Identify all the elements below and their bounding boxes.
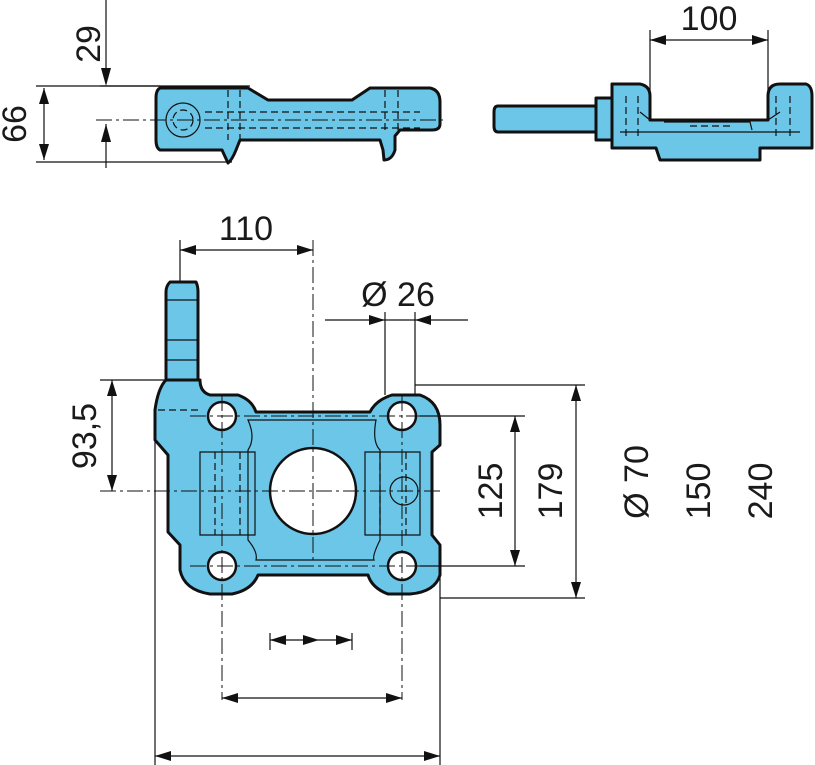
plate-recess bbox=[247, 419, 381, 561]
dim-d26-lines bbox=[325, 312, 468, 395]
dim-100-lines bbox=[649, 30, 769, 118]
dim-935-lines bbox=[100, 379, 166, 491]
end-view: 100 bbox=[492, 0, 814, 162]
front-centerlines bbox=[100, 240, 440, 700]
dim-110-label: 110 bbox=[219, 210, 273, 248]
dim-100-label: 100 bbox=[681, 0, 738, 38]
end-view-inner-lines bbox=[620, 111, 800, 133]
dim-d70-label: Ø 70 bbox=[618, 445, 656, 519]
dim-d26-label: Ø 26 bbox=[361, 276, 435, 314]
dim-29-lines bbox=[100, 0, 250, 87]
dim-179-label: 179 bbox=[532, 463, 570, 520]
dim-935-label: 93,5 bbox=[66, 403, 104, 469]
front-view-pin bbox=[164, 280, 200, 384]
front-view: 110 Ø 26 93,5 125 179 Ø 70 150 240 bbox=[66, 210, 780, 765]
dim-125-lines bbox=[420, 415, 525, 567]
dim-110-lines bbox=[179, 240, 313, 282]
dim-125-arrows bbox=[510, 416, 520, 566]
dim-29-label: 29 bbox=[70, 25, 108, 63]
dim-66-lines bbox=[36, 85, 232, 168]
dim-110-arrows bbox=[180, 245, 313, 255]
dim-179-lines bbox=[415, 384, 585, 599]
dim-29-arrow bbox=[101, 68, 111, 86]
dim-d26-arrows bbox=[369, 315, 431, 325]
pin-grooves bbox=[166, 299, 198, 361]
side-view-hidden-lines bbox=[205, 90, 420, 140]
dim-125-label: 125 bbox=[472, 463, 510, 520]
dim-d70-arrows bbox=[270, 635, 352, 645]
end-view-pin bbox=[492, 104, 602, 134]
side-view: 29 66 bbox=[0, 0, 445, 168]
dim-240-label: 240 bbox=[742, 463, 780, 520]
dim-66-label: 66 bbox=[0, 105, 34, 143]
dim-150-label: 150 bbox=[680, 463, 718, 520]
dim-66-arrows bbox=[39, 88, 111, 160]
dim-240-lines bbox=[154, 420, 441, 765]
side-view-body bbox=[154, 86, 442, 165]
